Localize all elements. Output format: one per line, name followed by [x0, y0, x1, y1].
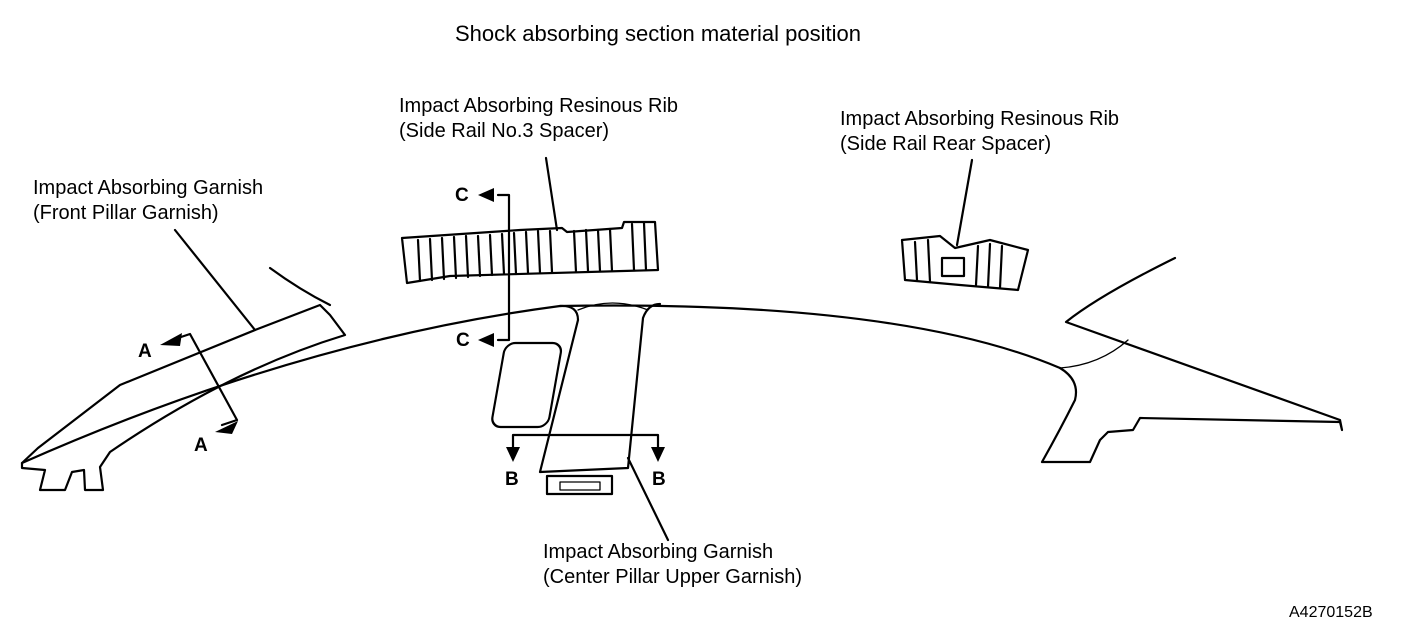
arrow-c-top [478, 188, 494, 202]
side-rail-rear-spacer [900, 234, 1030, 292]
label-line: Impact Absorbing Garnish [543, 541, 774, 563]
label-line: (Center Pillar Upper Garnish) [543, 566, 802, 588]
label-line: Impact Absorbing Garnish [33, 177, 264, 199]
side-rail-no3-spacer [400, 220, 660, 285]
side-rail-rear-ribs [913, 238, 1004, 290]
label-line: Impact Absorbing Resinous Rib [840, 108, 1120, 130]
label-side-rail-rear-spacer: Impact Absorbing Resinous Rib (Side Rail… [840, 107, 1119, 157]
side-rail-no3-ribs [416, 221, 648, 283]
label-side-rail-no3-spacer: Impact Absorbing Resinous Rib (Side Rail… [399, 94, 678, 144]
section-line-b [511, 433, 660, 457]
leader-center-pillar [626, 456, 670, 542]
leader-side-rail-rear [955, 158, 974, 247]
section-marker-a-top: A [138, 341, 152, 362]
figure-code: A4270152B [1289, 604, 1373, 621]
section-marker-c-top: C [455, 185, 469, 206]
arrow-c-bottom [478, 333, 494, 347]
roof-outline [20, 304, 1062, 465]
label-center-pillar-garnish: Impact Absorbing Garnish (Center Pillar … [543, 540, 802, 590]
section-line-a [176, 332, 239, 427]
center-pillar-clip-hole [559, 481, 601, 491]
rear-pillar [1040, 256, 1344, 464]
label-line: (Side Rail Rear Spacer) [840, 133, 1052, 155]
leader-front-pillar [173, 228, 257, 332]
section-marker-b-right: B [652, 469, 666, 490]
section-line-c [496, 193, 511, 342]
front-pillar-top-line [268, 266, 332, 307]
label-line: (Side Rail No.3 Spacer) [399, 120, 610, 142]
arrow-a-bottom [215, 421, 238, 434]
center-pillar-clip [545, 474, 614, 496]
rear-inner-line [1059, 339, 1129, 369]
section-marker-c-bottom: C [456, 330, 470, 351]
leader-side-rail-no3 [544, 156, 559, 232]
arrow-b-right [651, 447, 665, 462]
label-front-pillar-garnish: Impact Absorbing Garnish (Front Pillar G… [33, 176, 263, 226]
center-pillar-garnish [538, 302, 662, 474]
arrow-a-top [160, 333, 182, 346]
diagram-title: Shock absorbing section material positio… [455, 21, 862, 46]
center-pillar-window [491, 341, 563, 429]
arrow-b-left [506, 447, 520, 462]
front-pillar-garnish [20, 303, 347, 492]
label-line: Impact Absorbing Resinous Rib [399, 95, 679, 117]
center-pillar-top [577, 302, 649, 311]
section-marker-b-left: B [505, 469, 519, 490]
section-marker-a-bottom: A [194, 435, 208, 456]
label-line: (Front Pillar Garnish) [33, 202, 219, 224]
